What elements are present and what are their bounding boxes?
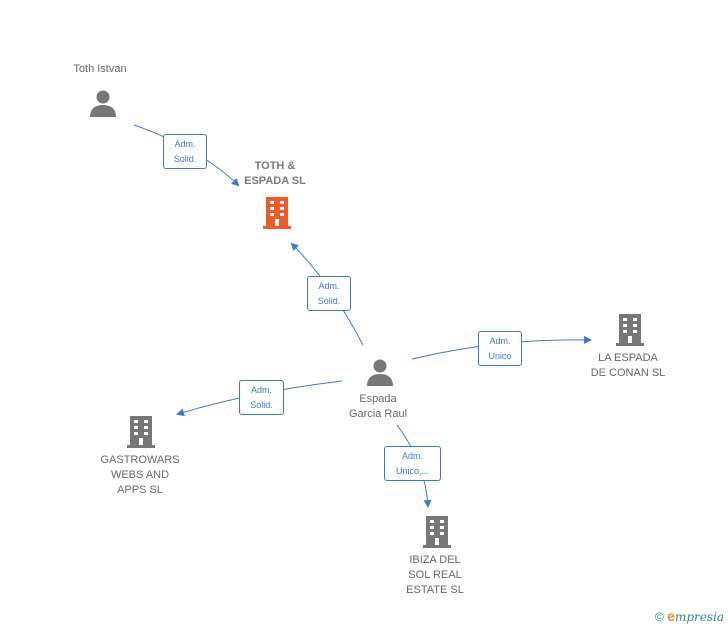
node-la-espada-label[interactable]: LA ESPADA DE CONAN SL xyxy=(590,352,666,379)
person-icon xyxy=(367,359,393,386)
person-icon xyxy=(90,90,116,117)
edge-label-espada-toth-espada[interactable]: Adm. Solid. xyxy=(307,276,351,311)
edge-label-toth-istvan[interactable]: Adm. Solid. xyxy=(163,134,207,169)
building-icon xyxy=(127,416,155,448)
node-ibiza-label[interactable]: IBIZA DEL SOL REAL ESTATE SL xyxy=(406,554,464,596)
building-icon xyxy=(263,197,291,229)
node-espada-garcia-label[interactable]: Espada Garcia Raul xyxy=(348,393,408,420)
footer-brand: © empresia xyxy=(655,608,724,624)
brand-logo-initial: e xyxy=(667,608,675,624)
node-toth-espada-label[interactable]: TOTH & ESPADA SL xyxy=(244,160,306,187)
building-icon xyxy=(423,516,451,548)
edge-label-espada-gastrowars[interactable]: Adm. Solid. xyxy=(239,380,284,415)
brand-logo-text: mpresia xyxy=(674,610,724,624)
building-icon xyxy=(616,314,644,346)
edge-label-espada-la-espada[interactable]: Adm. Unico xyxy=(478,331,522,366)
node-gastrowars-label[interactable]: GASTROWARS WEBS AND APPS SL xyxy=(100,454,180,496)
edge-label-espada-ibiza[interactable]: Adm. Unico,... xyxy=(384,446,441,481)
node-toth-istvan-label[interactable]: Toth Istvan xyxy=(73,63,127,75)
copyright-symbol: © xyxy=(654,610,664,624)
